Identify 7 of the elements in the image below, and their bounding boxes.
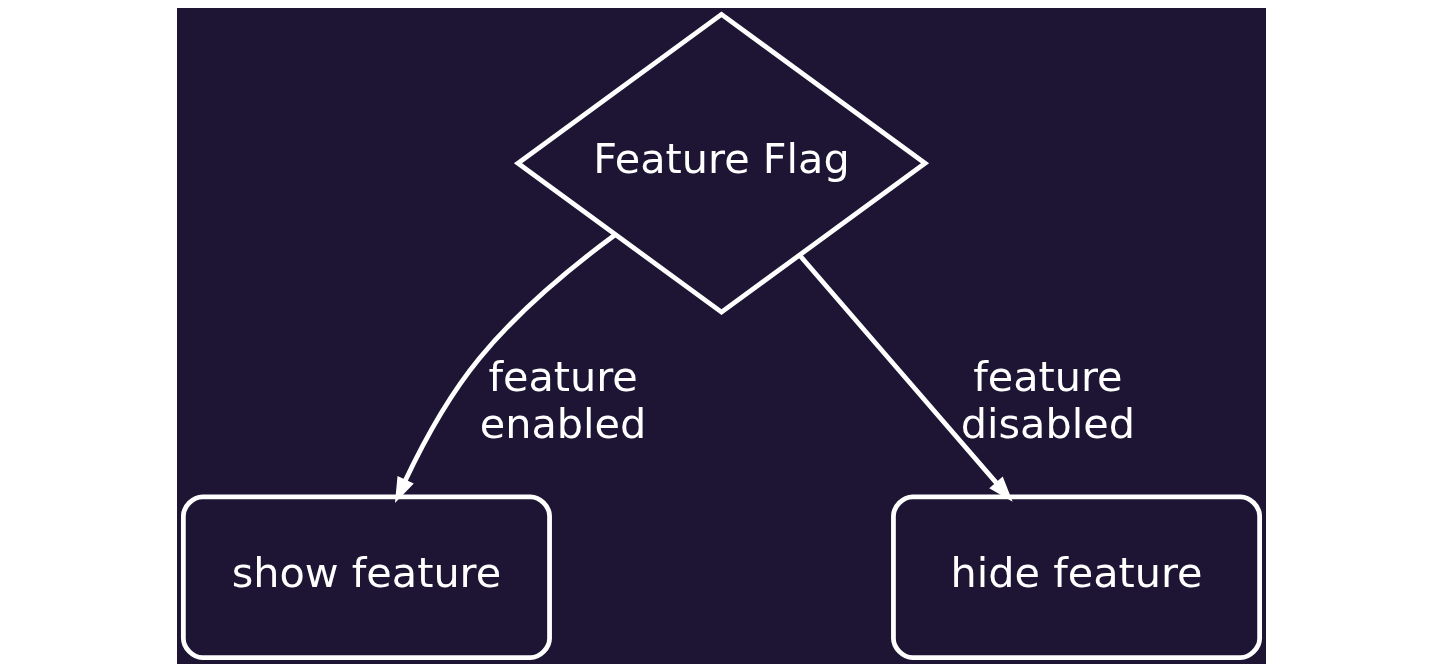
node-box: show feature	[181, 494, 552, 660]
edge-label: feature disabled	[960, 353, 1135, 448]
arrow	[394, 233, 617, 503]
node-box: hide feature	[891, 494, 1263, 660]
edge-label: feature enabled	[479, 353, 647, 448]
arrow	[798, 253, 1013, 502]
node-diamond: Feature Flag	[513, 11, 930, 316]
